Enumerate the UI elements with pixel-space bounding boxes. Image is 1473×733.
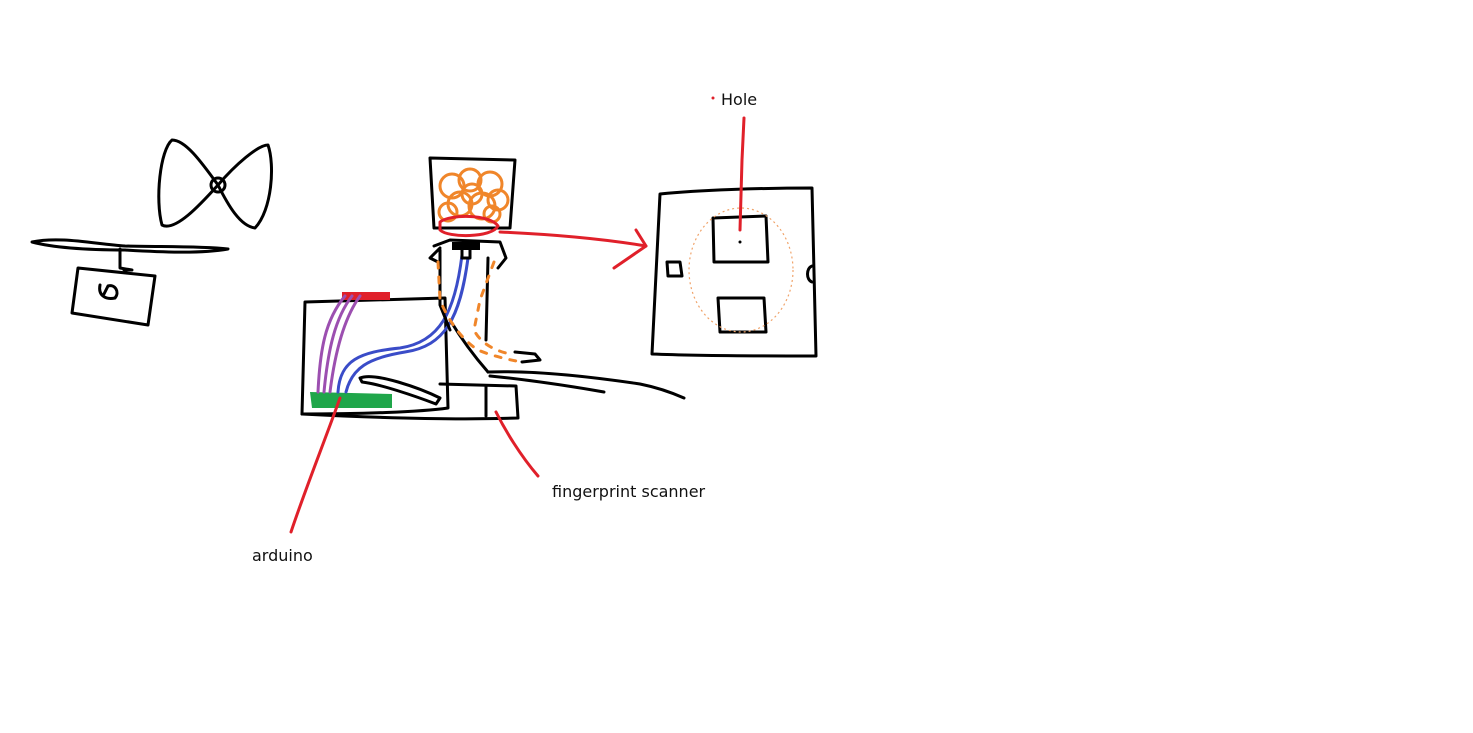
blue-wires (336, 253, 470, 394)
purple-wires (316, 294, 362, 394)
fingerprint-callout (494, 410, 540, 478)
arduino-label: arduino (252, 546, 313, 565)
arduino-board (310, 392, 392, 408)
base-box (300, 296, 520, 421)
red-highlight (438, 214, 500, 238)
hole-callout (711, 96, 746, 232)
orange-scribble (437, 167, 510, 224)
scanner-arm (484, 350, 686, 418)
hole-panel (650, 186, 818, 358)
arrow-to-panel (498, 228, 648, 270)
orange-wiring (436, 260, 524, 364)
fingerprint-scanner-label: fingerprint scanner (552, 482, 706, 501)
motor-sketch (30, 238, 230, 327)
column-sketch (428, 156, 517, 374)
arduino-callout (289, 396, 342, 534)
red-component (342, 292, 390, 300)
hole-label: Hole (721, 90, 758, 109)
fan-sketch (157, 138, 273, 230)
